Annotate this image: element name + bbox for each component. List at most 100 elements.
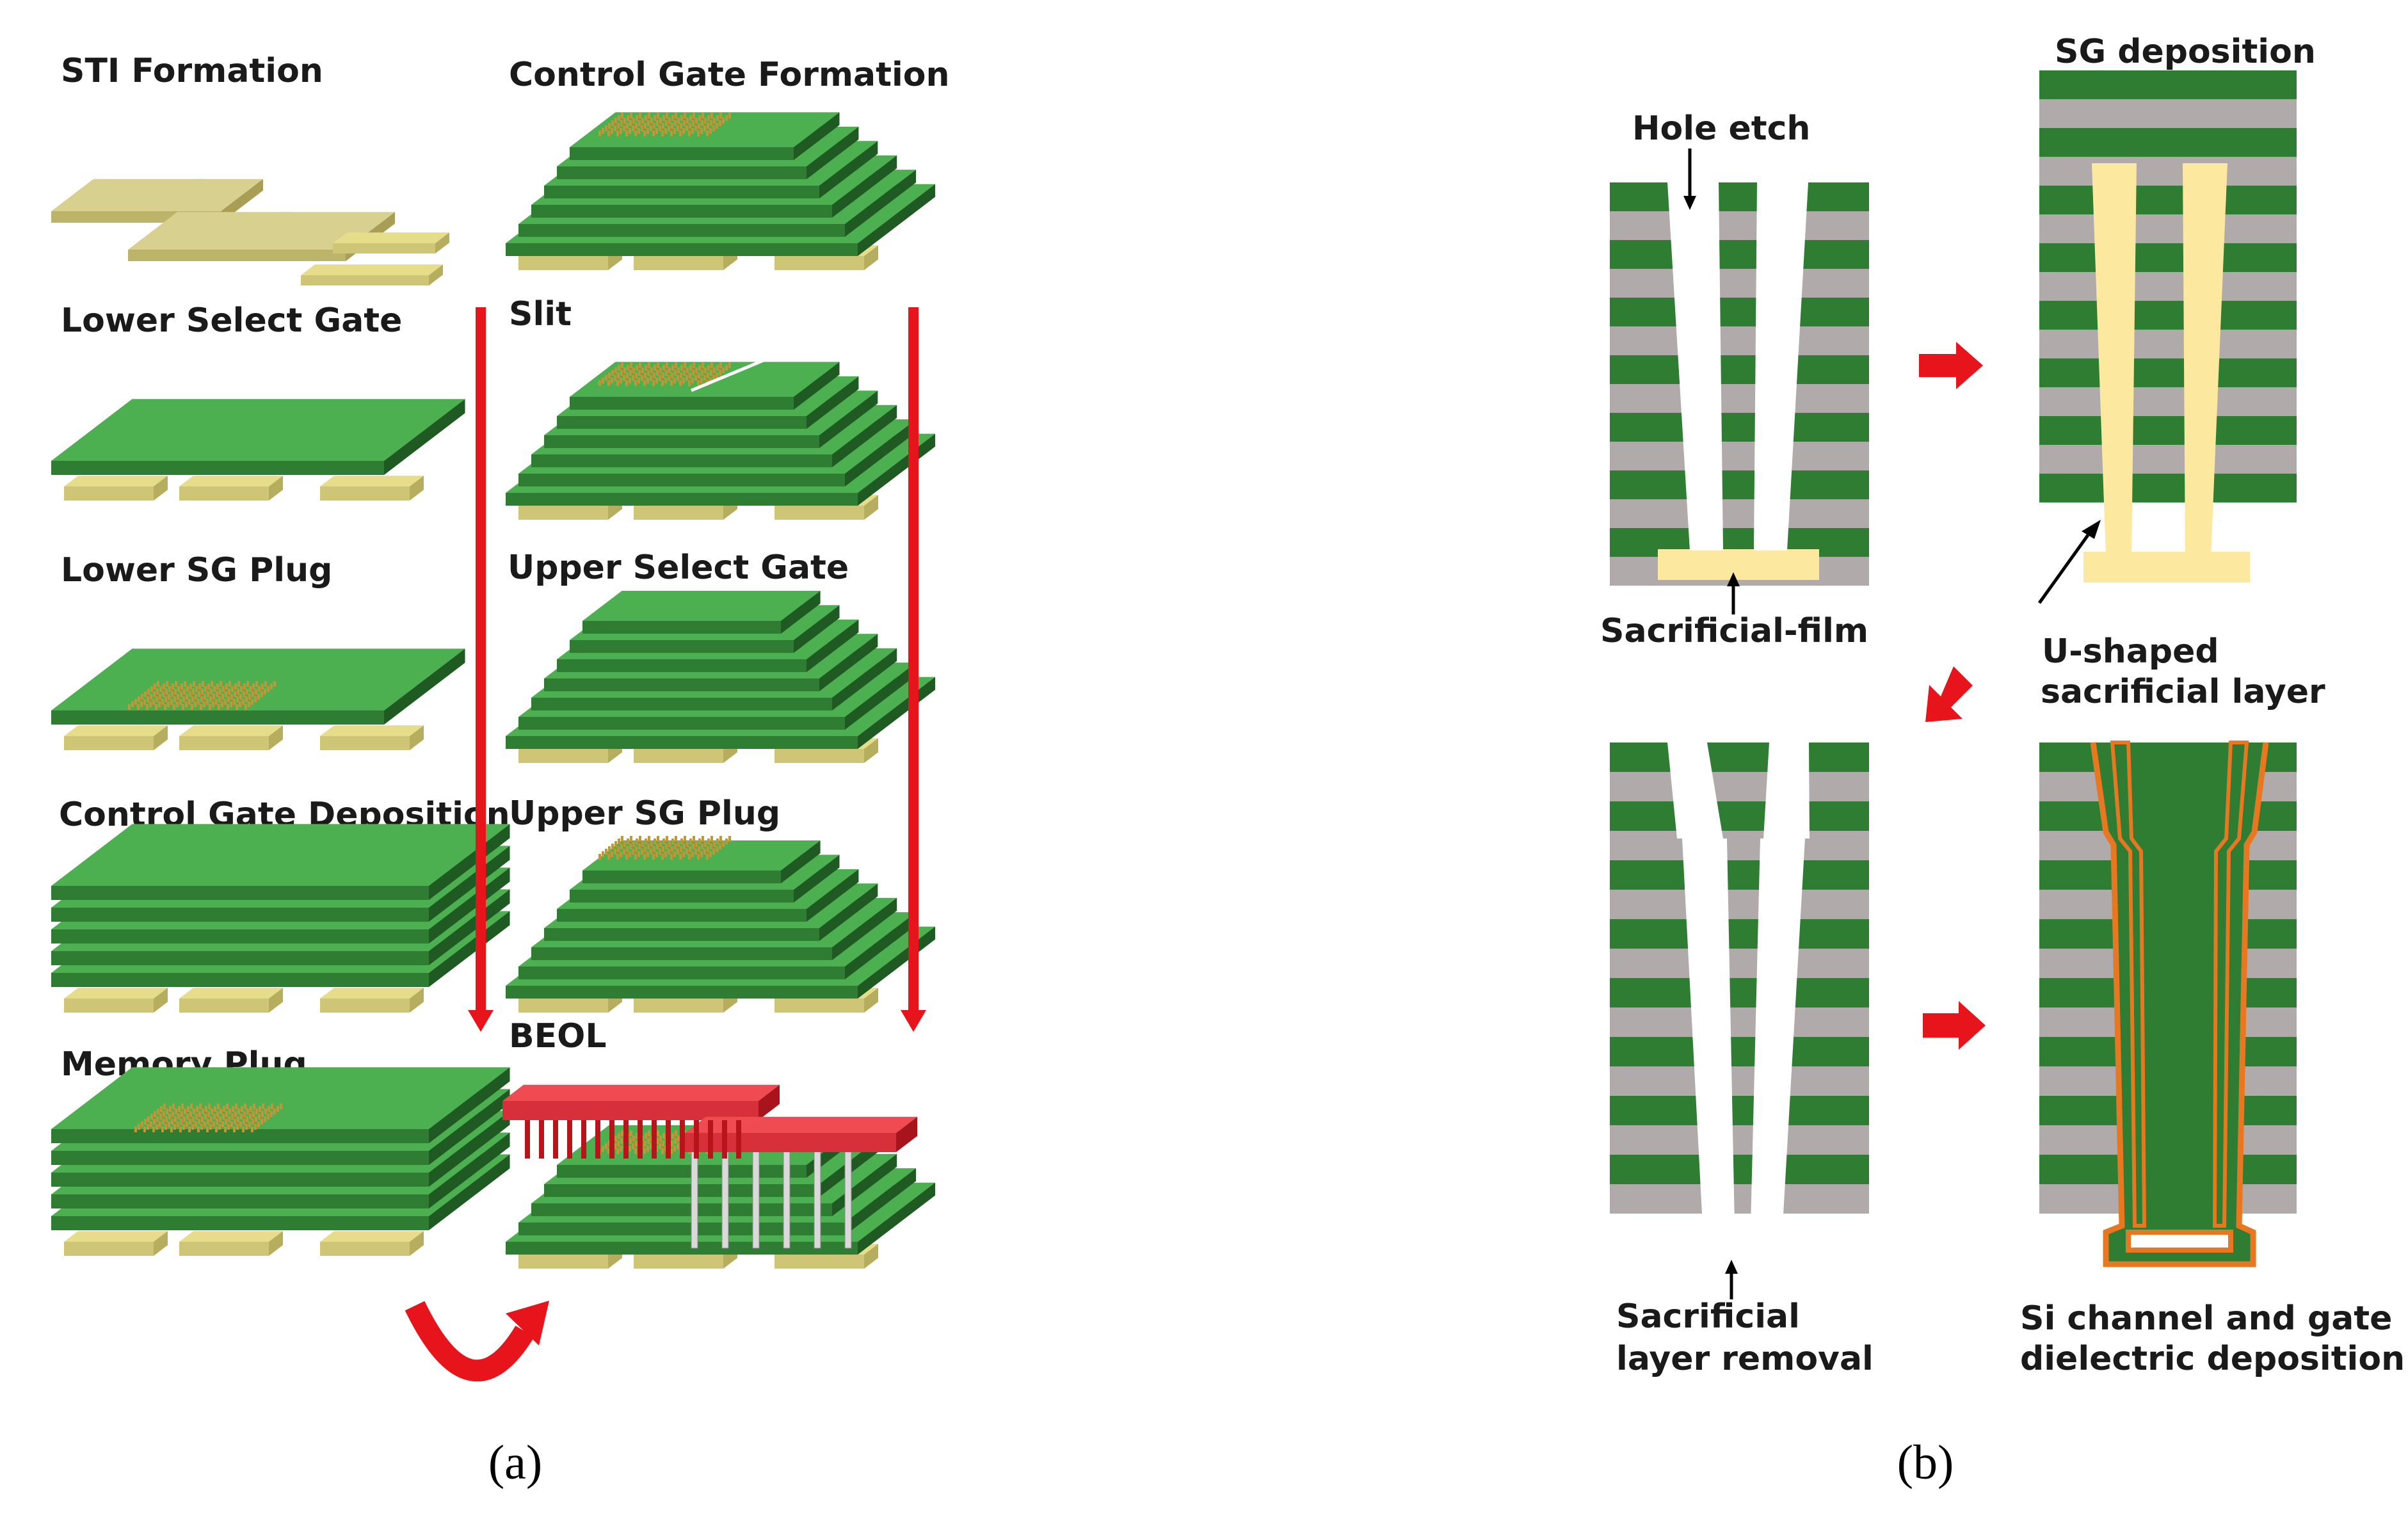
lsg-plug: [143, 699, 146, 705]
mem-plug: [207, 1119, 209, 1125]
usgp-plug: [650, 841, 653, 847]
usgp-plug: [644, 846, 646, 852]
mem-plug: [138, 1124, 140, 1130]
mem-plug: [232, 1106, 234, 1112]
lsg-plug: [164, 704, 166, 710]
mem-plug: [239, 1121, 242, 1127]
undefined-rail0-front: [518, 256, 608, 270]
usgp-plug: [698, 846, 700, 852]
slit-plug: [614, 367, 617, 373]
lsg-plug: [159, 694, 161, 700]
step-label: STI Formation: [61, 52, 323, 90]
lsg-plug: [236, 704, 238, 710]
undefined-rail2-front: [320, 736, 410, 750]
undefined-rail1-front: [179, 999, 269, 1013]
usgp-plug: [620, 844, 623, 849]
undefined-rail0-side: [154, 988, 168, 1013]
mem-plug: [235, 1104, 237, 1109]
undefined-rail2-front: [775, 506, 864, 520]
sacrificial-film: [1658, 549, 1819, 580]
usgp-plug: [625, 854, 628, 860]
cgf-step0-side: [858, 184, 935, 256]
cgf-plug: [617, 123, 620, 129]
mp-layer0-front: [51, 1216, 429, 1230]
cgf-plug: [625, 131, 628, 136]
usgp-plug: [701, 844, 703, 849]
usgp-plug: [665, 844, 668, 849]
usg-step3-side: [819, 634, 878, 691]
mem-plug: [177, 1114, 180, 1120]
sti-strip-a-top: [333, 232, 449, 243]
undefined-rail0-side: [154, 725, 168, 750]
panel-a-caption: (a): [488, 1436, 542, 1489]
sti-formation-illustration: [51, 179, 449, 285]
usgp-plug: [688, 854, 691, 860]
cgf-plug: [684, 113, 686, 118]
sti-block-a-front: [51, 211, 160, 223]
lower-sg-plug-illustration: [51, 648, 465, 750]
cgf-plug: [598, 131, 601, 136]
mem-plug: [252, 1111, 255, 1117]
film-layer: [2039, 186, 2297, 214]
cgf-plug: [719, 113, 722, 118]
slit-plug: [650, 367, 653, 373]
mem-plug: [216, 1111, 219, 1117]
usgp-plug: [710, 844, 712, 849]
mem-plug: [195, 1114, 198, 1120]
usgp-plug: [704, 841, 707, 847]
usgp-plug: [700, 851, 703, 857]
mem-plug: [198, 1119, 200, 1125]
lsg-plug: [270, 684, 273, 689]
slit-plug: [709, 378, 712, 383]
usg-step6-front: [582, 621, 781, 634]
mem-plug: [234, 1119, 236, 1125]
lsg-plug: [179, 699, 182, 705]
cgf-plug: [710, 113, 713, 118]
cgf-plug: [695, 118, 698, 124]
cgf-plug: [689, 115, 692, 121]
slit-plug: [655, 378, 658, 383]
mem-plug: [171, 1119, 173, 1125]
cgf-plug: [657, 113, 659, 118]
hole-etch-stack: [1610, 182, 1869, 586]
usg-step0-front: [506, 736, 858, 749]
lsg-plug: [138, 696, 140, 702]
beol-metal-b-side: [896, 1116, 917, 1152]
lsg-plug: [264, 689, 266, 694]
film-layer: [1610, 949, 1869, 978]
usgp-plug: [719, 836, 722, 842]
panel-a: STI Formation Lower Select Gate Lower SG…: [51, 52, 950, 1489]
slit-plug: [695, 367, 698, 373]
lsg-plug: [261, 684, 264, 689]
slit-plug: [643, 380, 646, 386]
undefined-rail2-top: [320, 725, 424, 736]
lsg-plug: [248, 694, 251, 700]
channel-hole: [2092, 163, 2137, 557]
cgf-plug: [671, 115, 674, 121]
undefined-rail2-front: [775, 256, 864, 270]
mp-layer2-side: [429, 1111, 510, 1187]
film-layer: [1610, 919, 1869, 949]
usgp-plug: [621, 836, 623, 842]
slit-cut: [691, 357, 769, 392]
mem-plug: [267, 1114, 269, 1120]
mem-plug: [215, 1127, 218, 1132]
mem-plug: [156, 1124, 158, 1130]
channel-hole: [1667, 742, 1723, 839]
usgp-plug: [666, 836, 668, 842]
lsg-plug: [182, 704, 184, 710]
undefined-rail0-front: [64, 1242, 154, 1256]
undefined-rail1-side: [269, 1231, 283, 1256]
lsg-plug: [181, 684, 183, 689]
undefined-rail2-front: [775, 749, 864, 763]
usgp-plug: [680, 846, 682, 852]
slit-plug: [688, 380, 691, 386]
usgp-plug: [639, 836, 641, 842]
slit-plug: [623, 367, 626, 373]
mem-plug: [251, 1127, 253, 1132]
sacrificial-film-label: Sacrificial-film: [1600, 612, 1868, 650]
cgf-plug: [728, 113, 731, 118]
lsg-plug: [163, 684, 165, 689]
undefined-rail1-top: [179, 1231, 283, 1242]
lsg-plug: [172, 684, 174, 689]
